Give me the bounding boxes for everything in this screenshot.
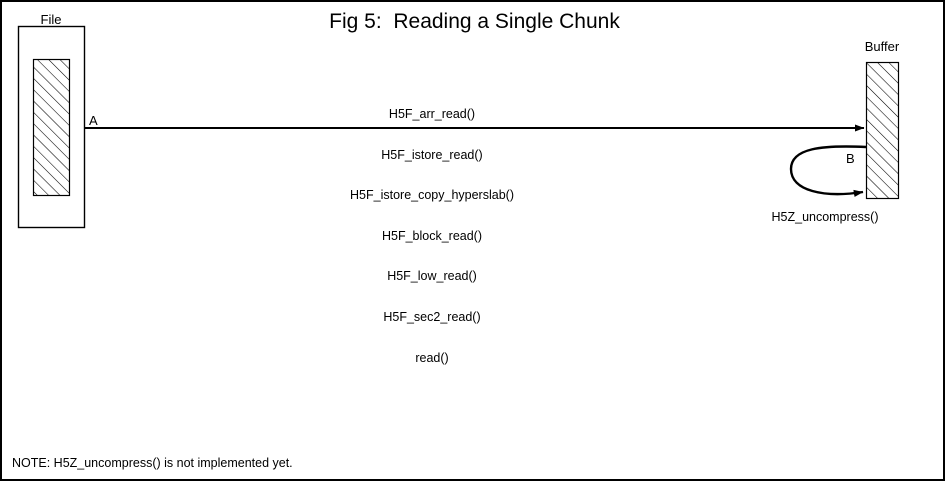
file-hatched-block [32,58,71,197]
buffer-box [865,61,900,200]
self-loop-arrow-b [789,145,867,197]
